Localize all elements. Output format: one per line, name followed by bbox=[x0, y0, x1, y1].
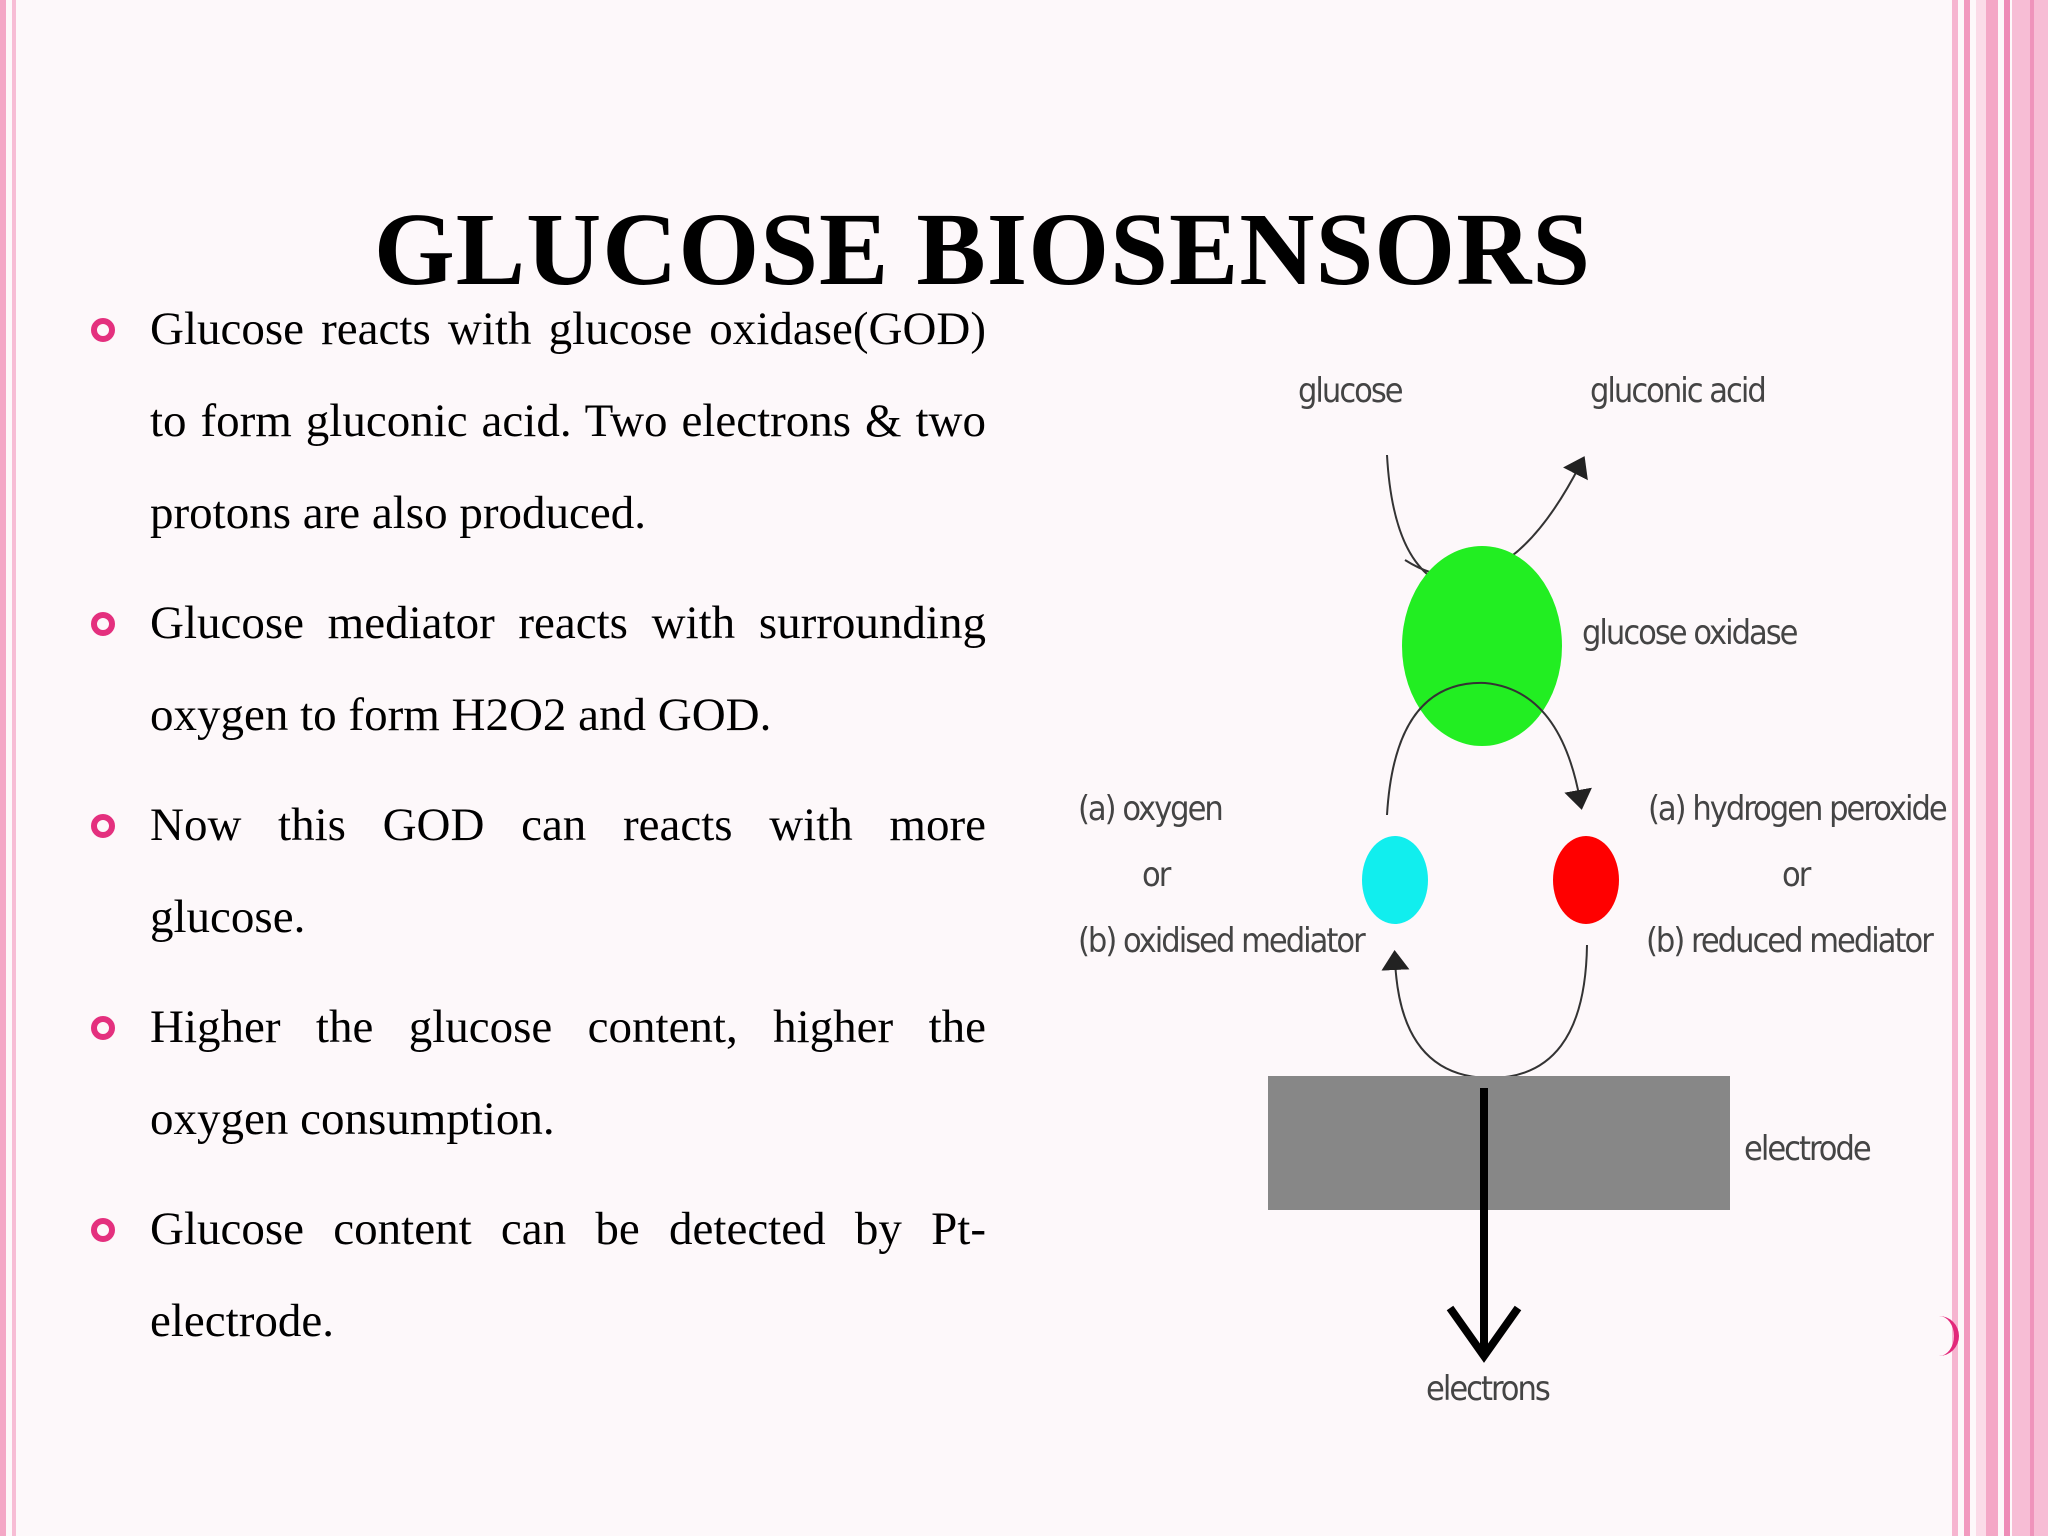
bullet-item: Higher the glucose content, higher the o… bbox=[91, 981, 986, 1165]
oxidised-species-dot bbox=[1362, 836, 1428, 924]
bullet-text: Higher the glucose content, higher the o… bbox=[150, 1001, 986, 1145]
ring-bullet-icon bbox=[91, 1016, 115, 1040]
reduced-species-dot bbox=[1553, 836, 1619, 924]
bullet-text: Glucose reacts with glucose oxidase(GOD)… bbox=[150, 303, 986, 539]
border-stripe bbox=[1964, 0, 1970, 1536]
label-electrons: electrons bbox=[1426, 1369, 1551, 1409]
label-or-left: or bbox=[1142, 855, 1171, 895]
bullet-text: Glucose content can be detected by Pt-el… bbox=[150, 1203, 986, 1347]
label-reduced-mediator: (b) reduced mediator bbox=[1646, 921, 1934, 961]
border-stripe bbox=[1986, 0, 1998, 1536]
bullet-item: Glucose reacts with glucose oxidase(GOD)… bbox=[91, 283, 986, 559]
mediator-reduction-arc bbox=[1386, 681, 1592, 816]
label-or-right: or bbox=[1782, 855, 1811, 895]
border-stripe bbox=[12, 0, 16, 1536]
border-stripe bbox=[1952, 0, 1958, 1536]
bullet-list: Glucose reacts with glucose oxidase(GOD)… bbox=[91, 283, 986, 1385]
ring-bullet-icon bbox=[91, 1218, 115, 1242]
label-electrode: electrode bbox=[1744, 1129, 1872, 1169]
bullet-item: Glucose content can be detected by Pt-el… bbox=[91, 1183, 986, 1367]
slide-title: GLUCOSE BIOSENSORS bbox=[373, 191, 1592, 307]
border-stripe bbox=[1976, 0, 1986, 1536]
bullet-item: Glucose mediator reacts with surrounding… bbox=[91, 577, 986, 761]
border-stripe bbox=[2030, 0, 2034, 1536]
label-glucose-oxidase: glucose oxidase bbox=[1582, 613, 1799, 653]
label-oxidised-mediator: (b) oxidised mediator bbox=[1078, 921, 1366, 961]
label-oxygen: (a) oxygen bbox=[1078, 789, 1224, 829]
ring-bullet-icon bbox=[91, 318, 115, 342]
border-stripe bbox=[2004, 0, 2010, 1536]
label-gluconic-acid: gluconic acid bbox=[1590, 371, 1767, 411]
bullet-text: Now this GOD can reacts with more glucos… bbox=[150, 799, 986, 943]
bullet-text: Glucose mediator reacts with surrounding… bbox=[150, 597, 986, 741]
glucose-oxidase-blob bbox=[1402, 546, 1562, 746]
bullet-item: Now this GOD can reacts with more glucos… bbox=[91, 779, 986, 963]
electrode-oxidation-arc bbox=[1381, 944, 1588, 1080]
border-stripe bbox=[0, 0, 6, 1536]
electron-arrow-head bbox=[1446, 1305, 1522, 1363]
ring-bullet-icon bbox=[91, 814, 115, 838]
label-hydrogen-peroxide: (a) hydrogen peroxide bbox=[1648, 789, 1948, 829]
label-glucose: glucose bbox=[1298, 371, 1404, 411]
electrode-block bbox=[1268, 1076, 1730, 1210]
decorative-bracket bbox=[1938, 1316, 1959, 1356]
ring-bullet-icon bbox=[91, 612, 115, 636]
